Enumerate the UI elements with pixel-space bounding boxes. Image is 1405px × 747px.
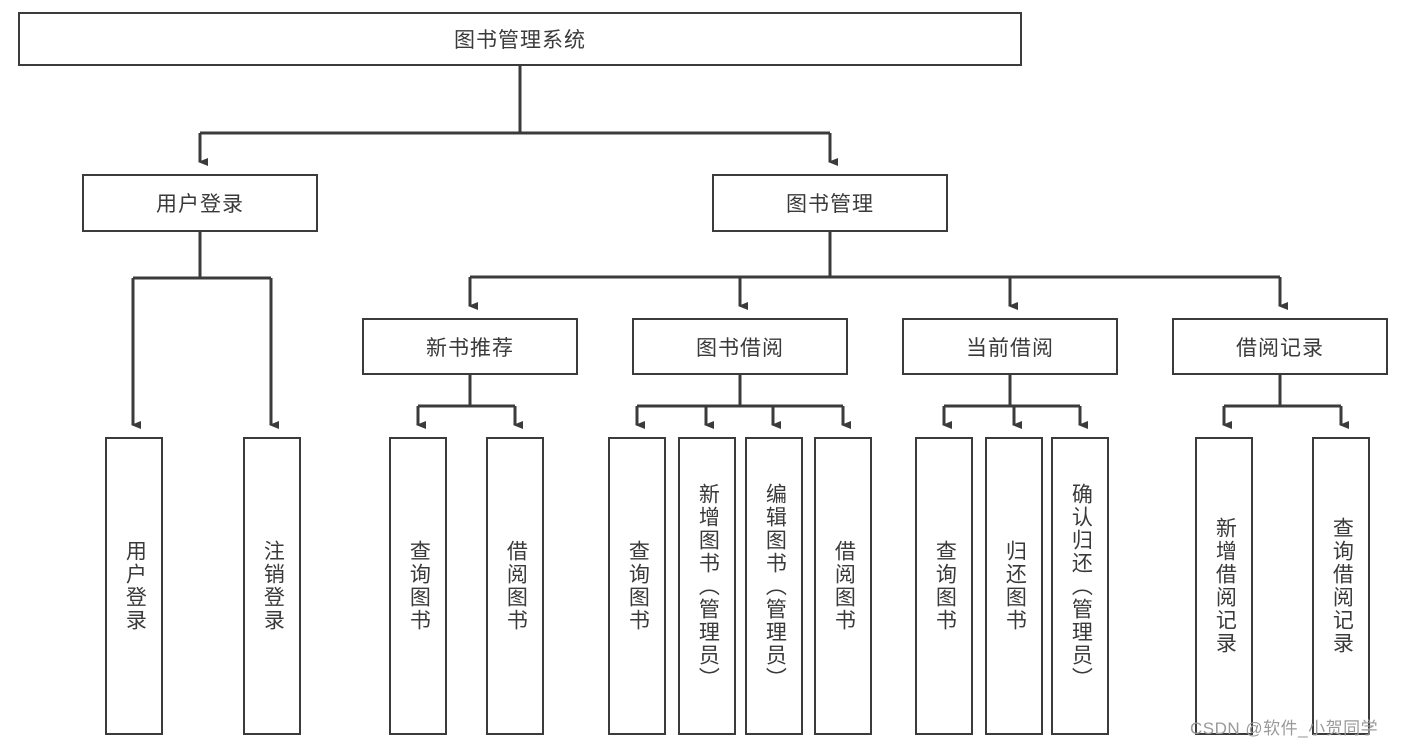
node-leaf-add-record-label: 新增借阅记录 xyxy=(1213,517,1237,655)
node-leaf-return-book[interactable]: 归还图书 xyxy=(985,437,1043,735)
node-new-book-rec[interactable]: 新书推荐 xyxy=(362,318,578,375)
node-leaf-query-book-2[interactable]: 查询图书 xyxy=(608,437,666,735)
node-book-manage-label: 图书管理 xyxy=(786,193,874,216)
node-leaf-confirm-return-label: 确认归还（管理员） xyxy=(1069,482,1093,690)
node-book-borrow-label: 图书借阅 xyxy=(696,336,784,360)
node-leaf-query-book-1-label: 查询图书 xyxy=(407,540,431,632)
node-leaf-add-book-label: 新增图书（管理员） xyxy=(696,482,720,690)
node-borrow-record-label: 借阅记录 xyxy=(1236,336,1324,360)
node-leaf-edit-book-label: 编辑图书（管理员） xyxy=(763,482,787,690)
node-leaf-query-book-3-label: 查询图书 xyxy=(933,540,957,632)
node-borrow-record[interactable]: 借阅记录 xyxy=(1172,318,1388,375)
node-leaf-logout[interactable]: 注销登录 xyxy=(243,437,301,735)
node-root[interactable]: 图书管理系统 xyxy=(18,12,1022,66)
node-leaf-borrow-book-1-label: 借阅图书 xyxy=(504,540,528,632)
node-leaf-query-book-1[interactable]: 查询图书 xyxy=(389,437,447,735)
node-leaf-query-record[interactable]: 查询借阅记录 xyxy=(1312,437,1370,735)
node-leaf-return-book-label: 归还图书 xyxy=(1003,540,1027,632)
node-leaf-query-book-2-label: 查询图书 xyxy=(626,540,650,632)
node-leaf-logout-label: 注销登录 xyxy=(261,540,285,632)
node-current-borrow-label: 当前借阅 xyxy=(966,336,1054,360)
node-root-label: 图书管理系统 xyxy=(454,29,586,52)
node-leaf-user-login[interactable]: 用户登录 xyxy=(105,437,163,735)
node-leaf-borrow-book-1[interactable]: 借阅图书 xyxy=(486,437,544,735)
node-leaf-user-login-label: 用户登录 xyxy=(123,540,147,632)
node-book-manage[interactable]: 图书管理 xyxy=(712,174,948,232)
node-book-borrow[interactable]: 图书借阅 xyxy=(632,318,848,375)
node-leaf-add-book[interactable]: 新增图书（管理员） xyxy=(678,437,736,735)
node-leaf-borrow-book-2-label: 借阅图书 xyxy=(832,540,856,632)
node-leaf-borrow-book-2[interactable]: 借阅图书 xyxy=(814,437,872,735)
node-leaf-confirm-return[interactable]: 确认归还（管理员） xyxy=(1051,437,1109,735)
node-leaf-edit-book[interactable]: 编辑图书（管理员） xyxy=(745,437,803,735)
node-user-login[interactable]: 用户登录 xyxy=(82,174,318,232)
node-leaf-query-record-label: 查询借阅记录 xyxy=(1330,517,1354,655)
node-leaf-query-book-3[interactable]: 查询图书 xyxy=(915,437,973,735)
node-new-book-rec-label: 新书推荐 xyxy=(426,336,514,360)
watermark-text: CSDN @软件_小贺同学 xyxy=(1190,719,1379,738)
node-user-login-label: 用户登录 xyxy=(156,193,244,216)
node-leaf-add-record[interactable]: 新增借阅记录 xyxy=(1195,437,1253,735)
node-current-borrow[interactable]: 当前借阅 xyxy=(902,318,1118,375)
